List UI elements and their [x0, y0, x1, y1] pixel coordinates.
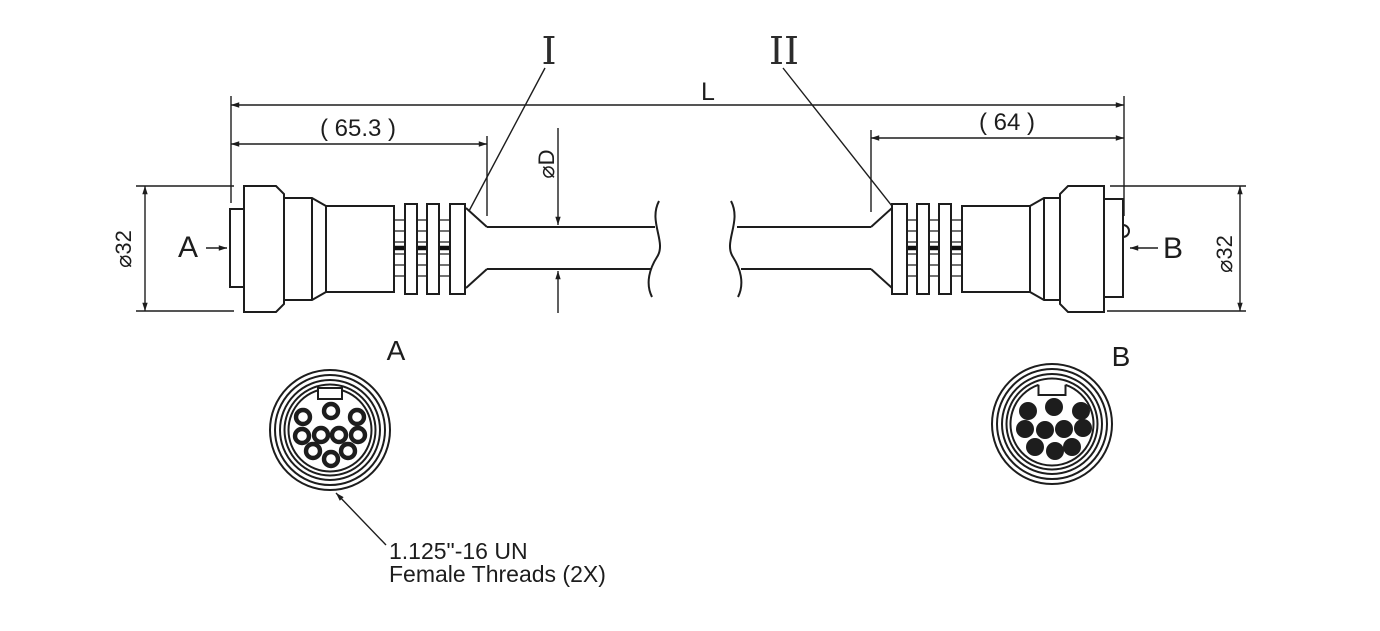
thread-note-leader	[335, 492, 387, 546]
section-ii-marker: II	[769, 29, 799, 73]
cable-right-segment	[737, 226, 871, 270]
connector-b-grooves	[907, 219, 962, 277]
face-a-pin	[293, 407, 313, 427]
face-a-label: A	[387, 335, 406, 366]
face-b-label: B	[1112, 341, 1131, 372]
overall-length-label: L	[701, 78, 715, 106]
thread-note-line1: 1.125"-16 UN	[389, 538, 528, 564]
face-a-pin	[321, 401, 341, 421]
section-i-leader	[468, 67, 546, 212]
end-b-label: B	[1163, 232, 1183, 265]
face-b-insert-edge	[1009, 383, 1095, 467]
face-b-pin	[1063, 438, 1081, 456]
connector-a-body	[325, 205, 395, 293]
connector-b-keying-pin	[1122, 224, 1130, 238]
face-b-pin	[1045, 398, 1063, 416]
connector-b-boot	[870, 207, 893, 289]
face-a-pin	[348, 425, 368, 445]
connector-b-mating-face	[1103, 198, 1124, 298]
thread-note-line2: Female Threads (2X)	[389, 561, 606, 587]
cable-left-segment	[487, 226, 655, 270]
connector-b-face-view: B	[991, 341, 1131, 485]
face-b-keyway-notch	[1037, 384, 1067, 396]
cable	[487, 200, 871, 298]
thread-note: 1.125"-16 UN Female Threads (2X)	[389, 538, 606, 587]
face-a-thread-ring	[279, 379, 381, 481]
connector-a-rib-1	[404, 203, 418, 295]
end-a-label: A	[178, 231, 198, 264]
face-a-pin	[311, 425, 331, 445]
connector-b-body	[961, 205, 1031, 293]
dia32-right-label: ⌀32	[1212, 235, 1237, 273]
face-b-pin	[1046, 442, 1064, 460]
section-ii-leader	[782, 67, 893, 207]
connector-b-coupling-nut	[1059, 185, 1105, 313]
extension-lines-dia32-right	[1107, 185, 1246, 312]
dia32-left-label: ⌀32	[111, 230, 136, 268]
face-b-ring-4	[1005, 377, 1099, 471]
face-a-pin	[303, 441, 323, 461]
connector-a-collar	[449, 203, 466, 295]
connector-b-rib-2	[938, 203, 952, 295]
connector-a-coupling-nut	[243, 185, 285, 313]
connector-a-rib-2	[426, 203, 440, 295]
face-a-pin	[321, 449, 341, 469]
face-a-pin	[329, 425, 349, 445]
face-a-ring-4	[283, 383, 377, 477]
connector-a-step	[284, 197, 327, 301]
face-a-pin	[292, 426, 312, 446]
cable-diameter-label: ⌀D	[534, 149, 559, 178]
face-b-pin	[1016, 420, 1034, 438]
connector-b-rib-1	[916, 203, 930, 295]
dim-text-65: ( 65.3 )	[320, 115, 396, 142]
connector-b-side-view	[870, 185, 1130, 313]
dim-text-64: ( 64 )	[979, 109, 1035, 136]
face-b-pin	[1072, 402, 1090, 420]
connector-a-grooves	[394, 219, 450, 277]
face-b-pin	[1026, 438, 1044, 456]
face-a-socket-pins	[292, 401, 368, 469]
face-a-keyway-tab	[317, 387, 343, 400]
face-a-outer-shell	[269, 369, 391, 491]
connector-b-collar	[891, 203, 908, 295]
face-b-outer-shell	[991, 363, 1113, 485]
face-b-pin	[1019, 402, 1037, 420]
face-a-ring-2	[274, 374, 386, 486]
section-i-marker: I	[541, 29, 556, 73]
face-a-pin	[347, 407, 367, 427]
dimensions: L ( 65.3 ) ( 64 ) ⌀32 ⌀32 ⌀D A B I II	[111, 29, 1246, 546]
connector-a-boot	[465, 207, 488, 289]
connector-b-step	[1029, 197, 1060, 301]
cable-break-line-left	[647, 200, 662, 298]
face-b-pin	[1055, 420, 1073, 438]
face-b-male-pins	[1016, 398, 1092, 460]
connector-a-side-view	[229, 185, 488, 313]
face-b-pin	[1036, 421, 1054, 439]
face-b-pin	[1074, 419, 1092, 437]
cable-break-line-right	[728, 200, 743, 298]
face-b-ring-2	[996, 368, 1108, 480]
face-a-pin	[338, 441, 358, 461]
face-b-thread-ring	[1001, 373, 1103, 475]
extension-lines-dia32-left	[136, 185, 234, 312]
connector-a-face-view: A	[269, 335, 406, 491]
connector-a-mating-face	[229, 208, 245, 288]
